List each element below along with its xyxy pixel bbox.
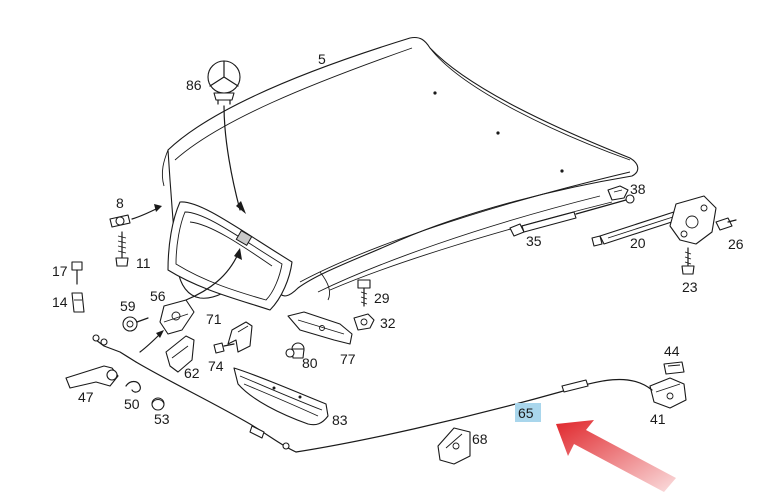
release-cable (135, 361, 653, 453)
label-bolt-29: 29 (374, 290, 390, 306)
label-bracket-38: 38 (630, 181, 646, 197)
bracket-77 (287, 311, 353, 345)
spring-50 (125, 380, 141, 393)
bracket-leader-arrow (139, 333, 161, 353)
emblem-leader-arrow (223, 105, 241, 211)
cable-end-holder (649, 377, 687, 409)
hood (161, 36, 639, 311)
red-pointer-arrow (556, 420, 676, 492)
label-clip-8: 8 (116, 195, 124, 211)
label-bracket-14: 14 (52, 294, 68, 310)
screw-11 (115, 231, 129, 267)
hood-release-lever (65, 334, 137, 389)
bumper-80 (285, 342, 305, 359)
label-cable-holder: 68 (472, 431, 488, 447)
label-hinge: 26 (728, 236, 744, 252)
label-bolt-74: 74 (208, 358, 224, 374)
clip-leader-arrow (131, 207, 159, 220)
latch-leader-arrow (185, 253, 239, 301)
label-release-lever: 47 (78, 389, 94, 405)
label-spring-50: 50 (124, 396, 140, 412)
bracket-71 (227, 321, 253, 353)
cable-clip (663, 361, 685, 375)
label-bumper-80: 80 (302, 355, 318, 371)
bracket-62 (165, 335, 195, 373)
bracket-38 (607, 185, 629, 201)
label-bracket-77: 77 (340, 351, 356, 367)
bracket-14 (71, 292, 85, 313)
label-cable-clip: 44 (664, 343, 680, 359)
gas-strut (509, 194, 635, 237)
label-release-cable: 65 (518, 405, 534, 421)
clip-arrowhead (154, 204, 162, 212)
label-star-emblem: 86 (186, 77, 202, 93)
label-stop-32: 32 (380, 315, 396, 331)
label-clip-53: 53 (154, 411, 170, 427)
emblem-arrowhead (236, 201, 246, 214)
label-hood: 5 (318, 51, 326, 67)
bolt-29 (357, 279, 371, 307)
grille-molding (233, 367, 329, 426)
label-gas-strut: 35 (526, 233, 542, 249)
label-hinge-strut: 20 (630, 235, 646, 251)
bolt-17 (71, 261, 83, 285)
stop-32 (353, 313, 375, 331)
latch-arrowhead (234, 248, 242, 260)
label-nut-59: 59 (120, 298, 136, 314)
bolt-74 (213, 342, 235, 354)
label-latch-56: 56 (150, 288, 166, 304)
cable-holder (437, 427, 471, 465)
label-grille-molding: 83 (332, 412, 348, 428)
nut-59 (122, 316, 149, 332)
latch-56 (159, 299, 195, 335)
clip-8 (109, 214, 131, 228)
label-cable-end-holder: 41 (650, 411, 666, 427)
part-highlight (515, 403, 541, 422)
bracket-arrowhead (156, 330, 164, 338)
label-bolt-23: 23 (682, 279, 698, 295)
bolt-23 (681, 247, 695, 275)
label-bracket-71: 71 (206, 311, 222, 327)
hinge (669, 195, 737, 245)
label-screw-11: 11 (136, 255, 151, 271)
star-emblem (207, 60, 241, 105)
label-bracket-62: 62 (184, 365, 200, 381)
clip-53 (151, 397, 165, 411)
label-bolt-17: 17 (52, 263, 68, 279)
